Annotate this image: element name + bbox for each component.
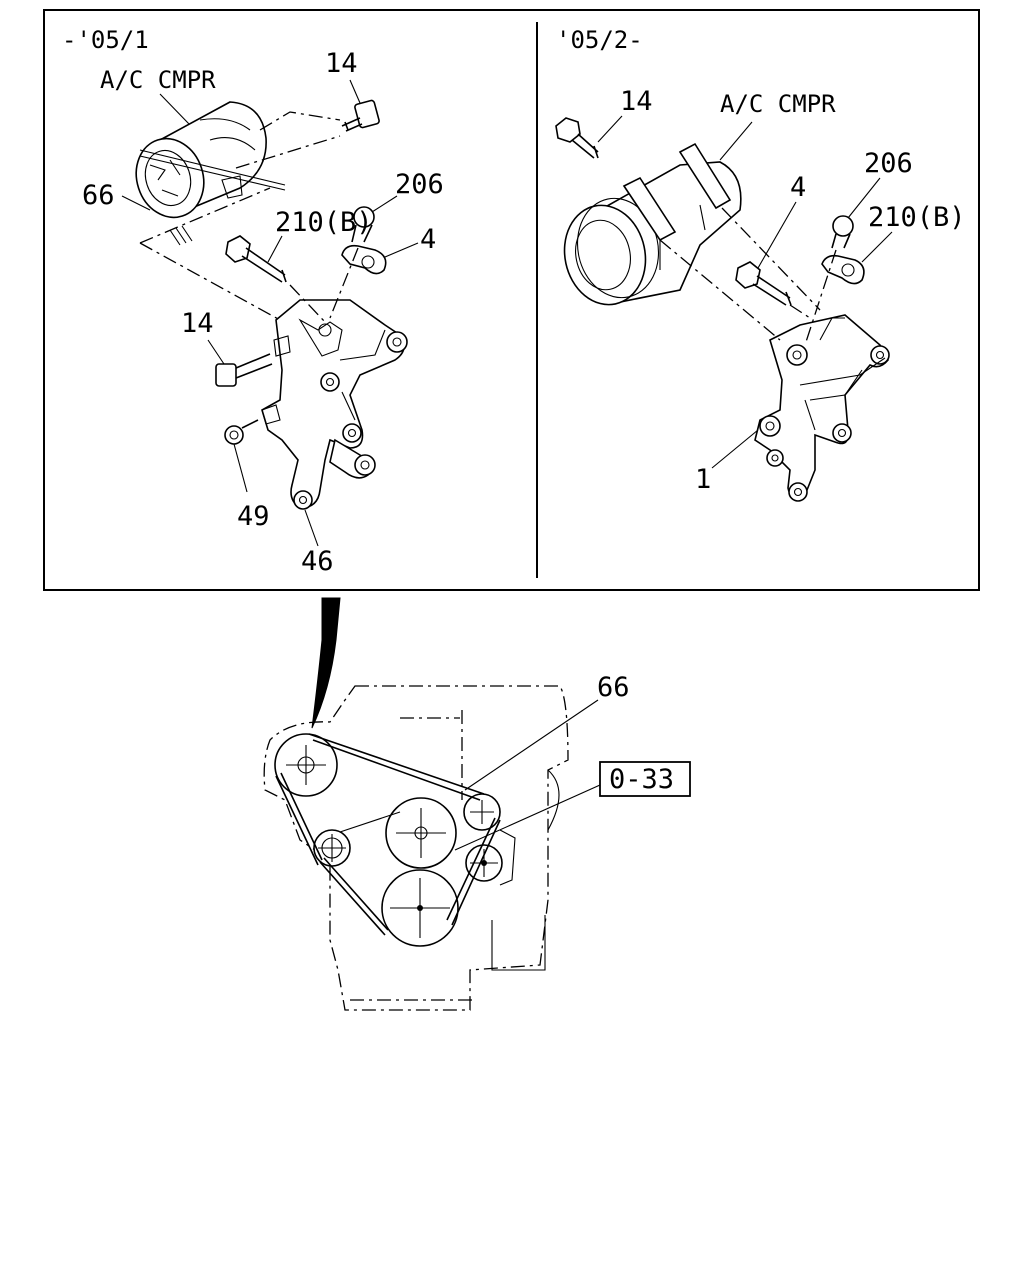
right-ac-compressor: [563, 142, 742, 306]
left-panel: -'05/1 A/C CMPR 14 66 206: [62, 26, 444, 577]
left-callout-210b: 4: [420, 224, 436, 255]
left-screw-206: [351, 206, 375, 243]
right-screw-206: [831, 215, 854, 249]
left-callout-66: 66: [82, 180, 115, 211]
engine-callout-66: 66: [597, 672, 630, 703]
reference-box-0-33: 0-33: [599, 761, 691, 797]
left-panel-header: -'05/1: [62, 26, 149, 54]
left-callout-49: 49: [237, 501, 270, 532]
right-panel: '05/2- A/C CMPR 14 206: [555, 26, 966, 502]
right-panel-header: '05/2-: [556, 26, 643, 54]
reference-box-label: 0-33: [609, 764, 674, 795]
left-bolt-4: [225, 235, 287, 283]
left-compressor-label: A/C CMPR: [100, 66, 216, 94]
right-callout-1: 1: [695, 464, 711, 495]
right-callout-210b: 210(B): [868, 202, 966, 233]
left-mounting-bracket: [261, 299, 408, 510]
left-callout-206: 206: [395, 169, 444, 200]
left-callout-46: 46: [301, 546, 334, 577]
left-ac-compressor: [135, 101, 286, 219]
engine-front-view: 66 0-33: [263, 597, 691, 1011]
idler-pulley-left: [313, 829, 351, 867]
right-callout-4: 4: [790, 172, 806, 203]
left-bolt-14-top: [341, 99, 380, 132]
crankshaft-pulley: [381, 869, 459, 947]
water-pump-pulley: [385, 797, 457, 869]
alternator-pulley: [465, 844, 503, 882]
right-callout-14: 14: [620, 86, 653, 117]
right-clip-210b: [821, 254, 865, 285]
right-callout-206: 206: [864, 148, 913, 179]
tensioner-pulley-right: [463, 793, 501, 831]
left-callout-14-lower: 14: [181, 308, 214, 339]
left-nut-49: [224, 419, 259, 445]
ac-compressor-pulley: [274, 733, 338, 797]
left-callout-14-top: 14: [325, 48, 358, 79]
right-mounting-bracket: [754, 314, 890, 502]
left-clip-210b: [341, 244, 387, 275]
drive-belt: [275, 733, 501, 936]
left-callout-4: 210(B): [275, 207, 373, 238]
detail-frame: [43, 9, 980, 591]
right-bolt-4: [735, 261, 792, 306]
left-bolt-14-lower: [215, 353, 273, 387]
right-compressor-label: A/C CMPR: [720, 90, 836, 118]
right-bolt-14: [555, 117, 599, 159]
